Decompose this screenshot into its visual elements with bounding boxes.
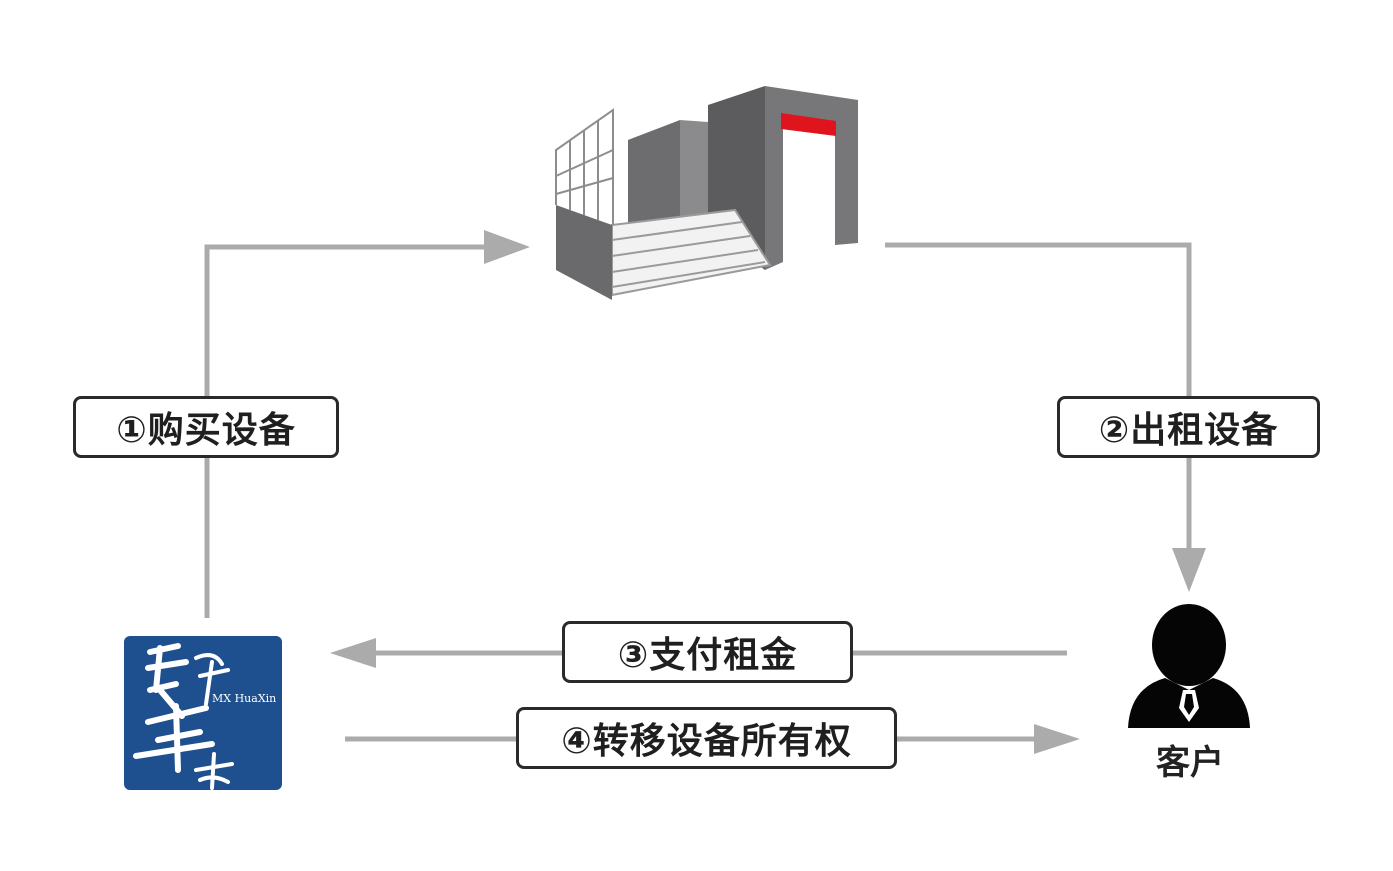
step-label-buy-equipment: ①购买设备 [73, 396, 339, 458]
building-doorway [783, 126, 835, 262]
building-mid-wall [680, 120, 708, 232]
lessor-logo: MX HuaXin [124, 636, 282, 790]
building-stair-steps [611, 221, 766, 288]
arrowhead-right-top [484, 230, 530, 264]
building-icon [555, 86, 858, 300]
logo-brush-strokes [133, 643, 234, 790]
customer-label: 客户 [1156, 743, 1224, 783]
logo-sub-text: MX HuaXin [212, 692, 276, 705]
arrowhead-right-bottom [1034, 724, 1080, 754]
arrow-heads [330, 230, 1206, 754]
customer-person-icon [1128, 604, 1250, 728]
person-head [1152, 604, 1226, 686]
step-label-lease-equipment: ②出租设备 [1057, 396, 1320, 458]
building-red-accent [781, 113, 836, 136]
building-railing [555, 108, 614, 225]
arrowhead-down-right [1172, 548, 1206, 592]
step-label-transfer-ownership: ④转移设备所有权 [516, 707, 897, 769]
arrowhead-left [330, 638, 376, 668]
arrow-buy-equipment [204, 244, 500, 618]
person-tie-inner [1184, 694, 1194, 715]
building-side-wall [556, 205, 612, 300]
step-label-pay-rent: ③支付租金 [562, 621, 853, 683]
